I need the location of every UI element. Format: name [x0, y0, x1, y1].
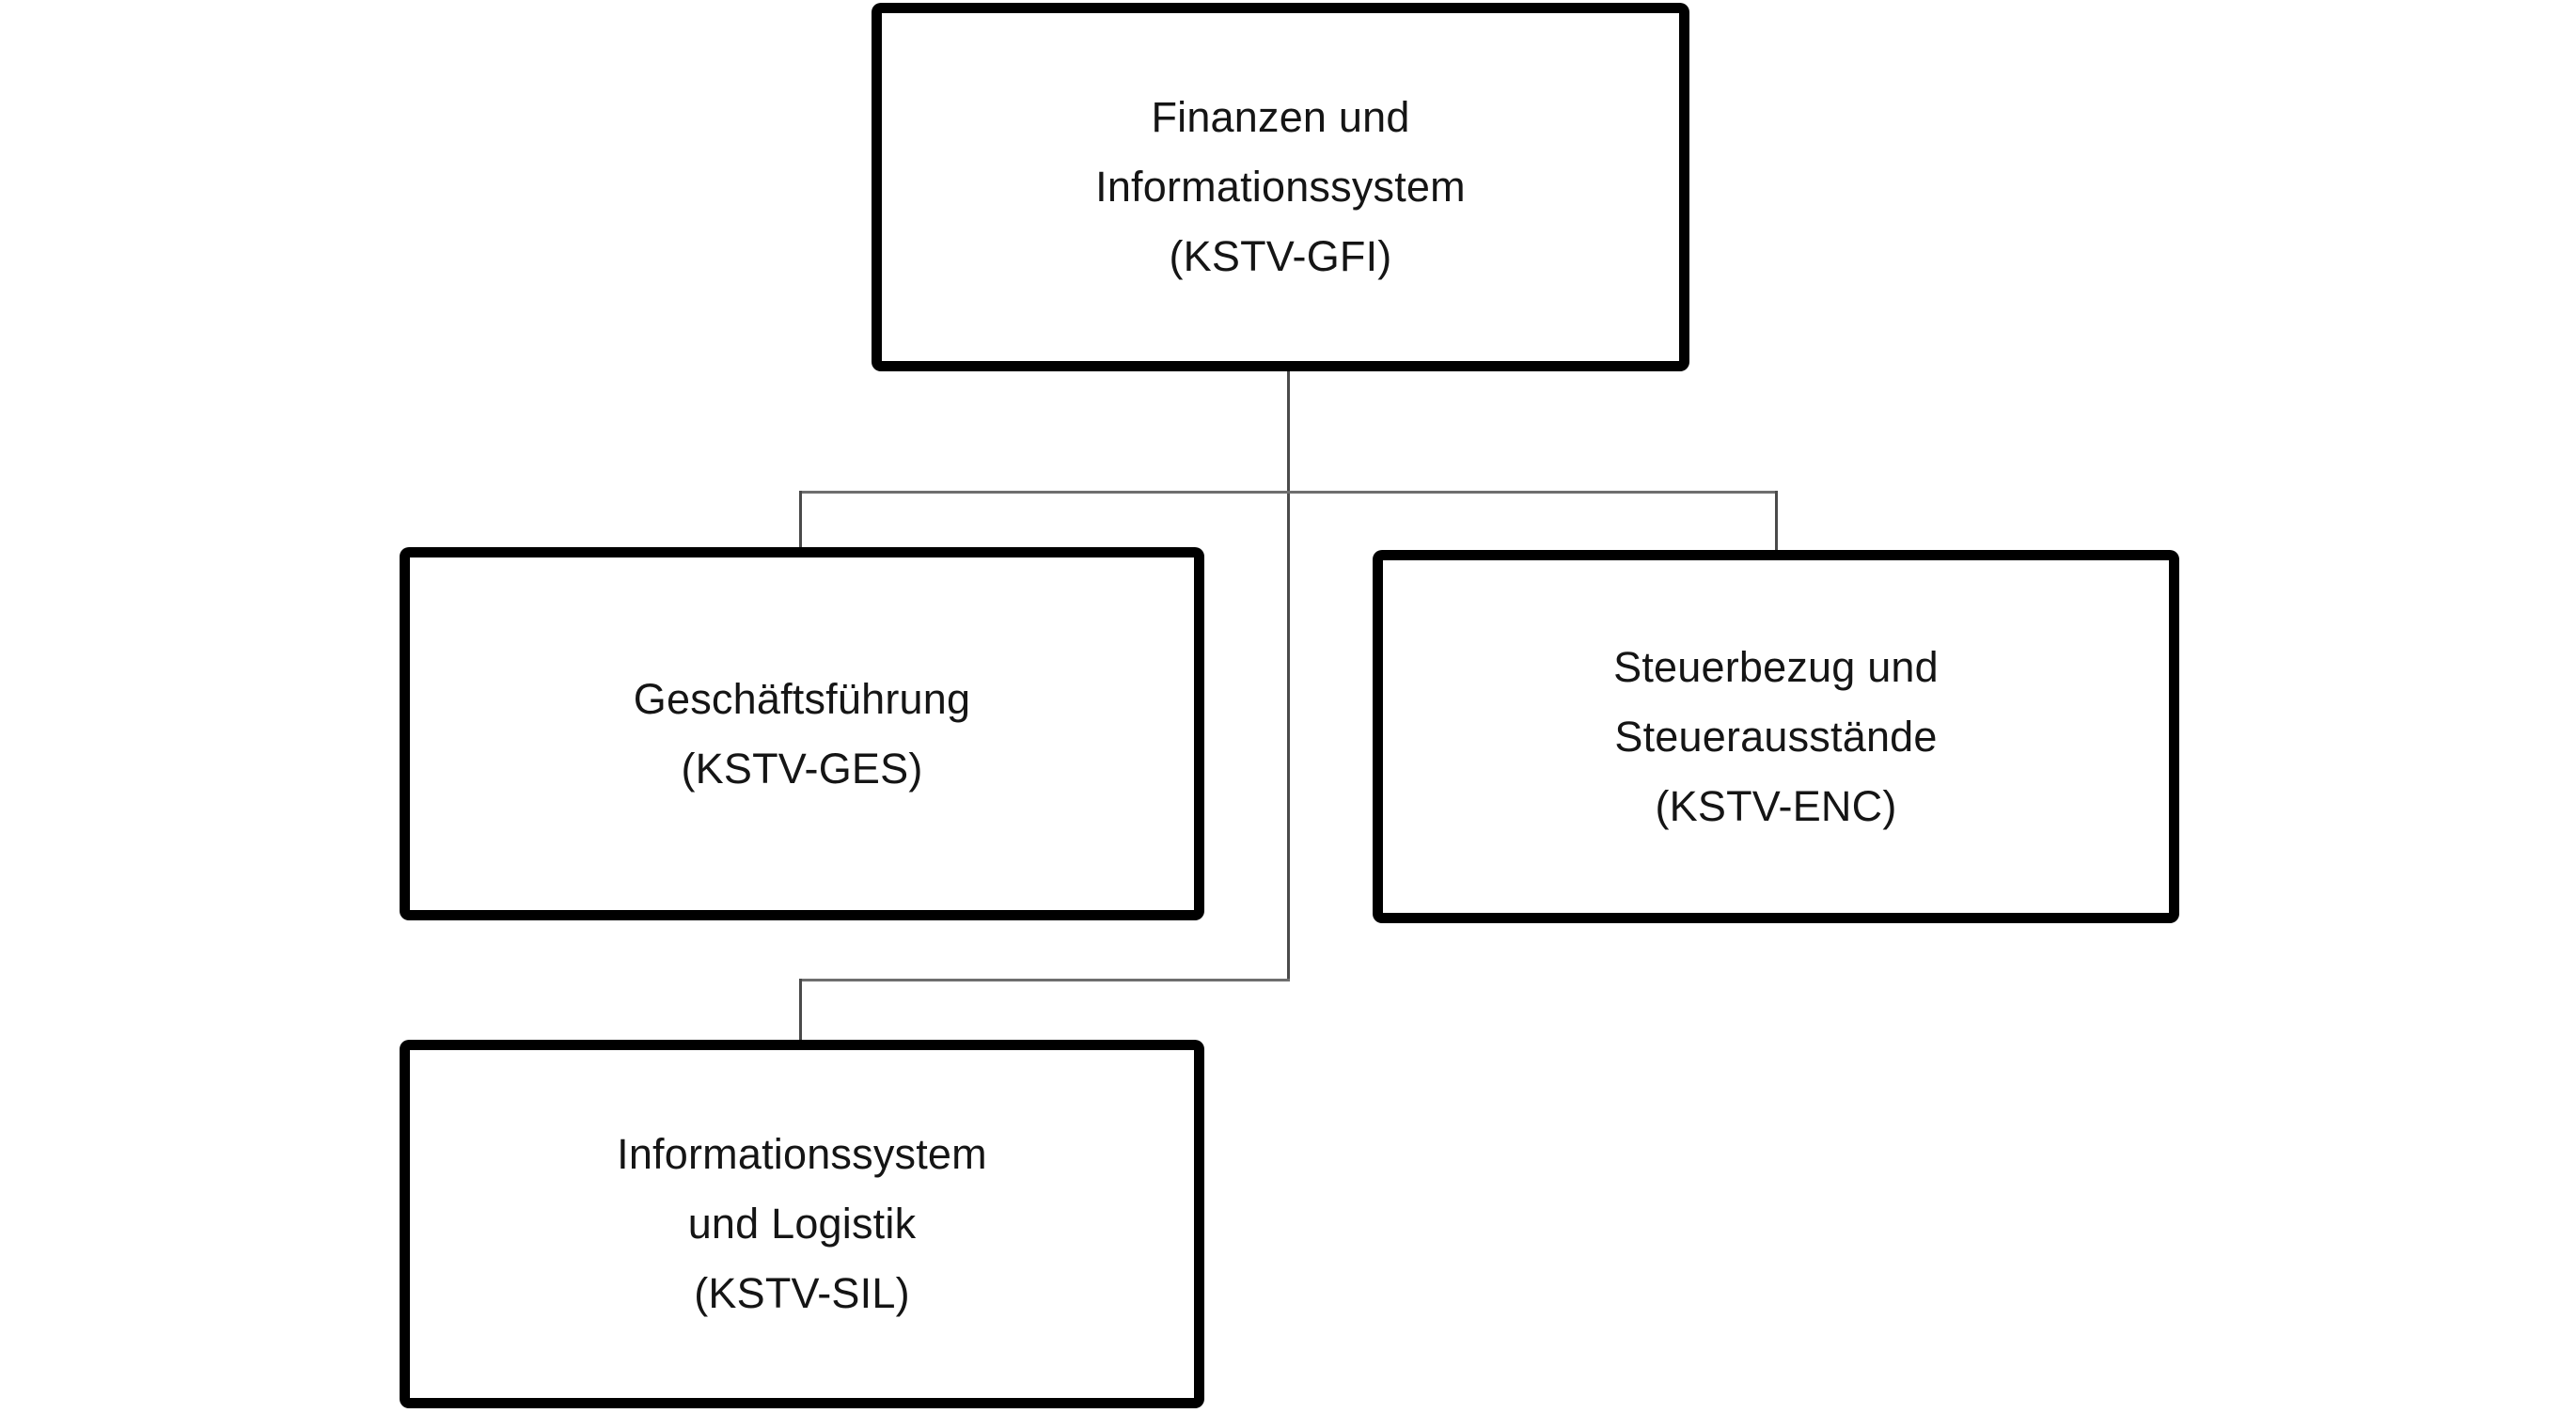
connector-drop-to-enc-line — [1775, 491, 1778, 552]
org-node-geschaeftsfuehrung: Geschäftsführung (KSTV-GES) — [400, 547, 1204, 920]
connector-drop-to-ges-line — [799, 491, 802, 549]
connector-upper-horizontal-line — [800, 491, 1778, 494]
org-node-steuerbezug-und-steuerausstaende: Steuerbezug und Steuerausstände (KSTV-EN… — [1373, 550, 2179, 923]
org-node-label-gfi: Finanzen und Informationssystem (KSTV-GF… — [1095, 93, 1466, 280]
connector-lower-horizontal-line — [800, 979, 1290, 981]
org-node-label-sil: Informationssystem und Logistik (KSTV-SI… — [617, 1130, 987, 1317]
org-node-label-enc: Steuerbezug und Steuerausstände (KSTV-EN… — [1613, 642, 1939, 830]
connector-drop-to-sil-line — [799, 979, 802, 1042]
org-node-finanzen-und-informationssystem: Finanzen und Informationssystem (KSTV-GF… — [872, 3, 1689, 371]
connector-gfi-trunk-line — [1287, 369, 1290, 981]
org-node-label-ges: Geschäftsführung (KSTV-GES) — [633, 674, 971, 793]
org-node-informationssystem-und-logistik: Informationssystem und Logistik (KSTV-SI… — [400, 1040, 1204, 1408]
